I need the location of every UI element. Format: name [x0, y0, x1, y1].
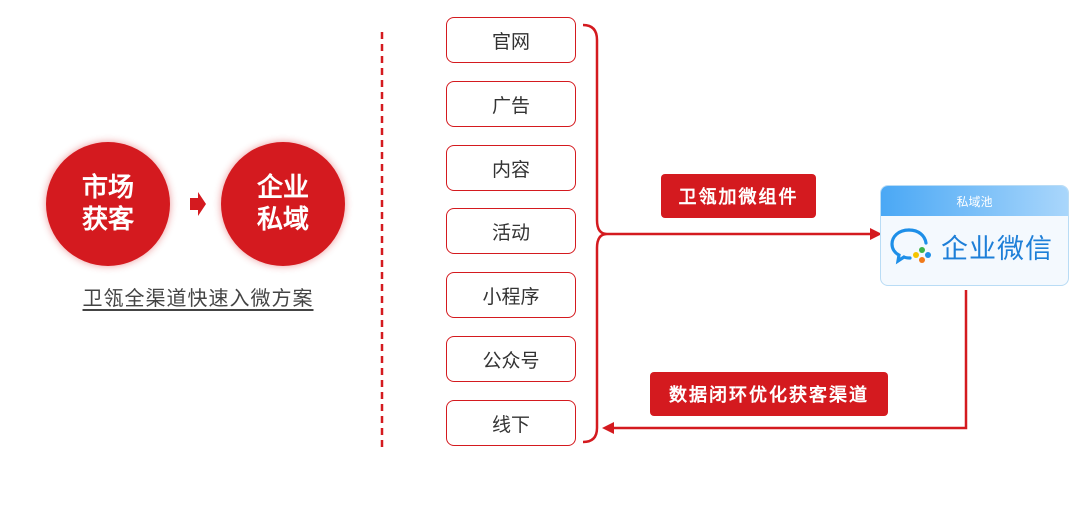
card-header: 私域池 — [881, 186, 1068, 216]
wecom-card: 私域池 企业微信 — [880, 185, 1069, 286]
market-acquisition-circle: 市场获客 — [46, 142, 170, 266]
return-arrow-line — [612, 290, 968, 430]
channel-official-account: 公众号 — [446, 336, 576, 382]
return-arrowhead — [602, 422, 614, 434]
forward-arrowhead — [870, 228, 882, 240]
channel-website: 官网 — [446, 17, 576, 63]
circle-text: 私域 — [256, 205, 309, 235]
circle-text: 企业 — [256, 173, 309, 203]
circle-text: 获客 — [81, 205, 134, 235]
channel-offline: 线下 — [446, 400, 576, 446]
brace — [582, 23, 608, 444]
arrow-right-icon — [190, 192, 206, 216]
channel-ads: 广告 — [446, 81, 576, 127]
return-label: 数据闭环优化获客渠道 — [650, 372, 888, 416]
wecom-logo-icon — [890, 228, 931, 265]
forward-label: 卫瓴加微组件 — [661, 174, 816, 218]
circle-text: 市场 — [81, 173, 134, 203]
channel-miniprogram: 小程序 — [446, 272, 576, 318]
solution-caption: 卫瓴全渠道快速入微方案 — [82, 286, 314, 310]
channel-content: 内容 — [446, 145, 576, 191]
private-domain-circle: 企业私域 — [221, 142, 345, 266]
channel-events: 活动 — [446, 208, 576, 254]
wecom-title: 企业微信 — [941, 233, 1053, 265]
